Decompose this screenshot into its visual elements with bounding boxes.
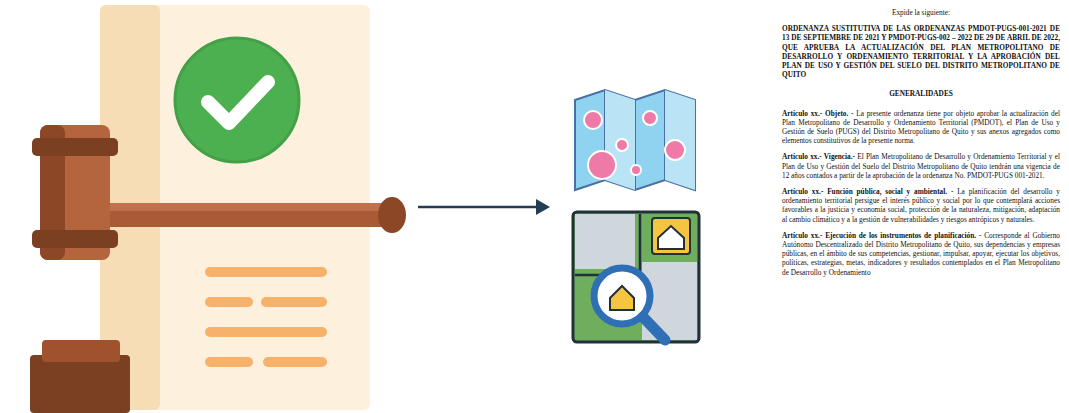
- document-paragraph: GENERALIDADES: [782, 89, 1060, 98]
- heading-text: Artículo xx.- Ejecución de los instrumen…: [782, 231, 976, 240]
- document-paragraph: Expide la siguiente:: [782, 8, 1060, 17]
- document-paragraph: Artículo xx.- Objeto. - La presente orde…: [782, 109, 1060, 146]
- heading-text: Artículo xx.- Vigencia.-: [782, 152, 855, 161]
- heading-text: Artículo xx.- Objeto.: [782, 109, 848, 118]
- document-paragraph: Artículo xx.- Función pública, social y …: [782, 187, 1060, 224]
- body-text: Expide la siguiente:: [892, 8, 950, 17]
- heading-text: GENERALIDADES: [889, 89, 953, 98]
- document-paragraph: ORDENANZA SUSTITUTIVA DE LAS ORDENANZAS …: [782, 24, 1060, 79]
- flow-arrow: [418, 199, 550, 215]
- document-paragraph: Artículo xx.- Vigencia.- El Plan Metropo…: [782, 152, 1060, 180]
- map-icon: [575, 90, 695, 190]
- document-paragraph: Artículo xx.- Ejecución de los instrumen…: [782, 231, 1060, 277]
- gavel: [30, 125, 406, 413]
- heading-text: ORDENANZA SUSTITUTIVA DE LAS ORDENANZAS …: [782, 24, 1060, 79]
- house-search-icon: [573, 212, 699, 342]
- document-page: [775, 0, 1069, 413]
- ordinance-text: Expide la siguiente: ORDENANZA SUSTITUTIV…: [782, 8, 1060, 284]
- heading-text: Artículo xx.- Función pública, social y …: [782, 187, 947, 196]
